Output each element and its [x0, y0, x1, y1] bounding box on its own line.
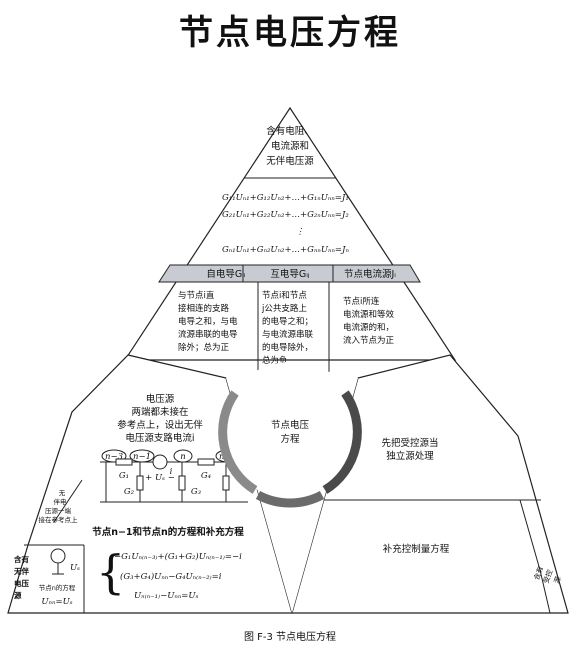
column-node-current-source: 节点i所连 电流源和等效 电流源的和， 流入节点为正 — [343, 296, 395, 346]
column-mutual-conductance: 节点i和节点 j公共支路上 的电导之和； 与电流源串联 的电导除外， 总为负 — [261, 291, 314, 366]
svg-text:的电导除外，: 的电导除外， — [262, 342, 313, 353]
center-line-2: 方程 — [280, 433, 300, 445]
left-intro-line-1: 电压源 — [146, 393, 175, 405]
svg-text:节点i所连: 节点i所连 — [343, 296, 380, 307]
svg-text:的电导之和；: 的电导之和； — [262, 316, 313, 327]
svg-text:源: 源 — [552, 575, 563, 585]
label-g4: G₄ — [201, 471, 212, 481]
svg-text:电流源的和，: 电流源的和， — [343, 322, 394, 333]
label-us: + Uₛ − — [145, 473, 175, 483]
matrix-equation-1: G₁₁Uₙ₁+G₁₂Uₙ₂+…+G₁ₙUₙₙ=J₁ — [222, 193, 349, 203]
center-line-1: 节点电压 — [271, 419, 310, 431]
resistor-g3 — [178, 475, 186, 491]
header-self-conductance: 自电导Gᵢᵢ — [206, 268, 246, 280]
top-header-line-2: 电流源和 — [271, 140, 309, 152]
hub-arc-left — [218, 390, 258, 494]
label-i: i — [170, 467, 173, 477]
svg-text:总为负: 总为负 — [262, 355, 288, 366]
node-eq-label: 节点n的方程 — [39, 583, 76, 592]
resistor-g2 — [136, 475, 144, 491]
left-intro-line-2: 两端都未接在 — [131, 406, 188, 418]
left-caption: 节点n−1和节点n的方程和补充方程 — [92, 526, 244, 538]
svg-text:j公共支路上: j公共支路上 — [261, 303, 307, 314]
side-note-line-1: 无 — [59, 489, 66, 497]
svg-text:流源串联的电导: 流源串联的电导 — [178, 329, 238, 340]
right-upper-line-1: 先把受控源当 — [381, 437, 438, 449]
page-title: 节点电压方程 — [179, 13, 401, 53]
svg-text:流入节点为正: 流入节点为正 — [343, 335, 395, 346]
matrix-equation-2: G₂₁Uₙ₁+G₂₂Uₙ₂+…+G₂ₙUₙₙ=J₂ — [222, 210, 349, 220]
left-intro-line-4: 电压源支路电流i — [125, 432, 194, 444]
voltage-source — [152, 454, 168, 470]
svg-text:除外；总为正: 除外；总为正 — [178, 342, 230, 353]
svg-text:电导之和，与电: 电导之和，与电 — [178, 316, 238, 327]
column-self-conductance: 与节点i直 接相连的支路 电导之和，与电 流源串联的电导 除外；总为正 — [178, 290, 238, 353]
node-label-n: n — [180, 452, 185, 462]
svg-text:与节点i直: 与节点i直 — [178, 290, 215, 301]
grounded-voltage-source — [50, 548, 66, 564]
svg-text:接相连的支路: 接相连的支路 — [178, 303, 230, 314]
hub-arc-right — [322, 390, 362, 494]
side-note-line-3: 压源一端 — [45, 506, 72, 515]
top-header-line-3: 无伴电压源 — [266, 155, 314, 167]
label-g1: G₁ — [119, 471, 129, 481]
top-section: 含有电阻、 电流源和 无伴电压源 G₁₁Uₙ₁+G₁₂Uₙ₂+…+G₁ₙUₙₙ=… — [123, 106, 457, 375]
left-equation-2: (G₃+G₄)Uₙₙ−G₄Uₙ₍ₙ₋₂₎=i — [120, 571, 222, 582]
side-note-line-4: 接在参考点上 — [39, 515, 79, 524]
svg-text:电压: 电压 — [14, 578, 29, 588]
equation-brace: { — [96, 545, 125, 599]
center-hub: 节点电压 方程 — [218, 362, 362, 613]
node-label-n-3: n−3 — [105, 452, 123, 462]
left-intro-line-3: 参考点上，设出无伴 — [117, 419, 203, 431]
label-g3: G₃ — [191, 487, 202, 497]
label-g2: G₂ — [124, 487, 135, 497]
header-mutual-conductance: 互电导Gᵢⱼ — [270, 268, 310, 280]
node-n-1 — [129, 449, 155, 463]
svg-text:含有: 含有 — [14, 554, 29, 564]
node-n — [173, 449, 193, 463]
top-header-line-1: 含有电阻、 — [266, 125, 314, 137]
right-section: 先把受控源当 独立源处理 补充控制量方程 含有 受控 源 — [291, 354, 569, 614]
svg-text:无伴: 无伴 — [13, 566, 29, 576]
svg-text:源: 源 — [14, 590, 22, 600]
figure-caption: 图 F-3 节点电压方程 — [244, 630, 336, 643]
matrix-equation-n: Gₙ₁Uₙ₁+Gₙ₂Uₙ₂+…+GₙₙUₙₙ=Jₙ — [222, 245, 349, 255]
hub-arc-bottom — [255, 490, 325, 508]
resistor-g4 — [197, 458, 215, 466]
svg-text:电流源和等效: 电流源和等效 — [343, 309, 395, 320]
left-tab: 含有 无伴 电压 源 — [13, 554, 29, 600]
side-note-line-2: 伴电 — [54, 497, 68, 506]
svg-text:与电流源串联: 与电流源串联 — [262, 329, 314, 340]
left-equation-3: Uₙ₍ₙ₋₁₎−Uₙₙ=Uₛ — [134, 591, 199, 601]
node-eq: Uₙₙ=Uₛ — [41, 597, 72, 607]
node-label-n-1: n−1 — [133, 452, 151, 462]
header-node-current-source: 节点电流源Jᵢ — [344, 268, 396, 280]
resistor-right — [222, 475, 230, 491]
matrix-equation-ellipsis: ⋮ — [296, 227, 305, 237]
grounded-source-label: Uₛ — [70, 563, 80, 573]
svg-text:节点i和节点: 节点i和节点 — [262, 291, 307, 301]
header-band — [158, 264, 421, 283]
right-upper-line-2: 独立源处理 — [386, 450, 434, 462]
right-lower-text: 补充控制量方程 — [383, 543, 450, 555]
left-equation-1: −G₁Uₙ₍ₙ₋₃₎+(G₁+G₂)Uₙ₍ₙ₋₁₎=−i — [114, 551, 242, 562]
resistor-g1 — [115, 458, 133, 466]
